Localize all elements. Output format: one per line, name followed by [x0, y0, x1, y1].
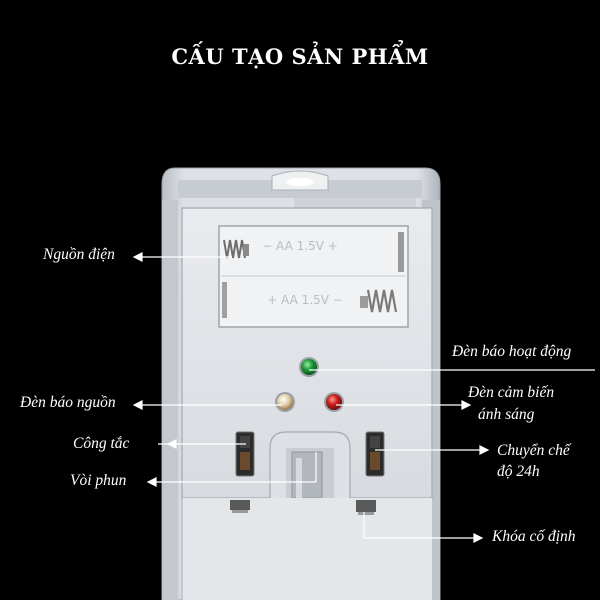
- label-power-light: Đèn báo nguồn: [20, 394, 116, 411]
- label-power-source: Nguồn điện: [43, 246, 115, 263]
- battery-marking-bottom: + AA 1.5V −: [267, 293, 343, 307]
- active-led: [299, 357, 319, 377]
- label-active-light: Đèn báo hoạt động: [452, 343, 572, 360]
- label-mode-24h-line1: Chuyển chế: [497, 442, 570, 459]
- page-title: CẤU TẠO SẢN PHẨM: [171, 44, 429, 69]
- label-light-sensor-line1: Đèn cảm biến: [468, 384, 555, 401]
- mode-24h-switch[interactable]: [365, 431, 385, 477]
- sensor-led: [324, 392, 344, 412]
- label-lock: Khóa cố định: [492, 528, 576, 545]
- power-switch[interactable]: [235, 431, 255, 477]
- label-nozzle: Vòi phun: [70, 472, 127, 489]
- nozzle: [286, 448, 334, 499]
- lower-housing: [181, 498, 432, 600]
- label-light-sensor-line2: ánh sáng: [478, 406, 535, 423]
- battery-marking-top: − AA 1.5V +: [262, 239, 338, 253]
- label-switch: Công tắc: [73, 435, 130, 452]
- label-mode-24h-line2: độ 24h: [497, 463, 540, 480]
- power-led: [275, 392, 295, 412]
- battery-compartment: − AA 1.5V + + AA 1.5V −: [218, 225, 409, 328]
